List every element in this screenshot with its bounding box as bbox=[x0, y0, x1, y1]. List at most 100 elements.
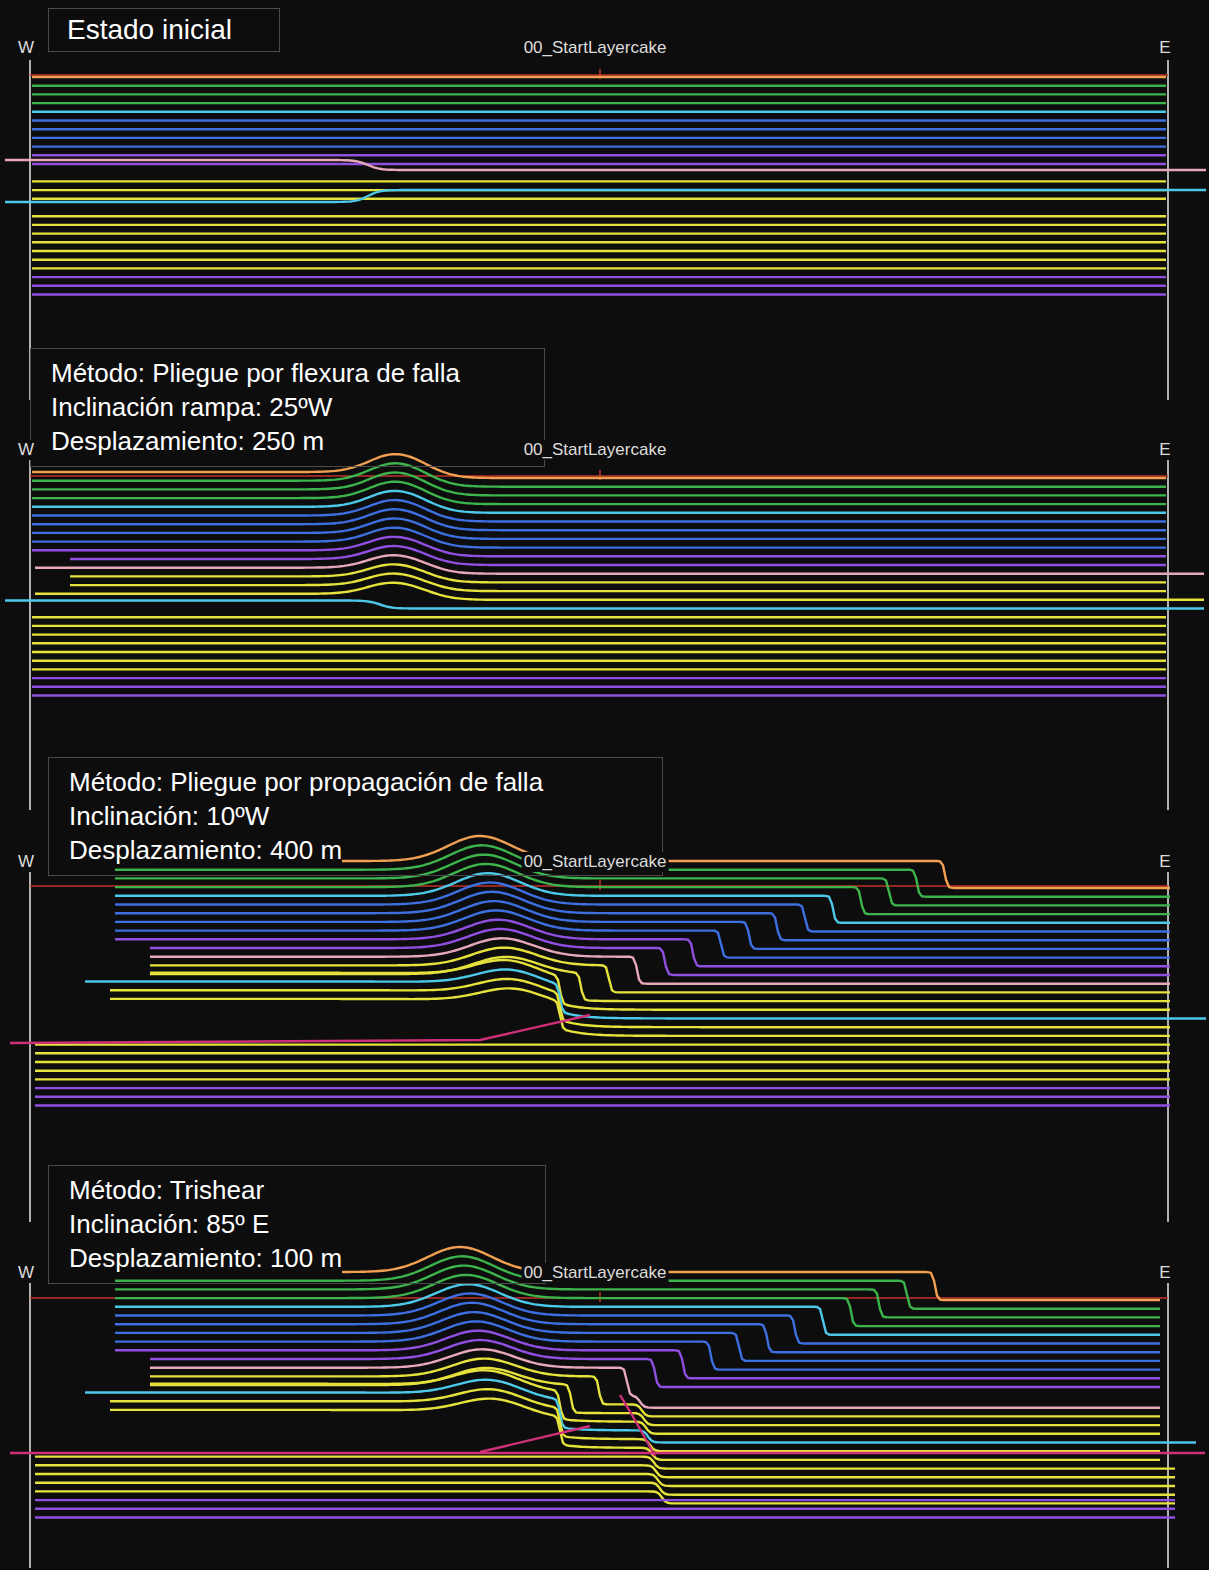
stratum-line bbox=[85, 969, 1206, 1018]
method-box: Estado inicial bbox=[48, 8, 280, 52]
stratum-line bbox=[115, 1321, 1160, 1369]
stratum-line bbox=[32, 76, 1166, 78]
reference-tick bbox=[599, 880, 601, 890]
stratum-line bbox=[150, 938, 1170, 983]
section-name: 00_StartLayercake bbox=[522, 440, 669, 460]
stratum-line bbox=[32, 518, 1166, 538]
stratum-line bbox=[115, 920, 1170, 967]
reference-line bbox=[30, 475, 1168, 477]
stratum-line bbox=[110, 988, 1170, 1036]
stratum-line bbox=[115, 1294, 1160, 1344]
orientation-label: W bbox=[16, 852, 36, 872]
stratum-line bbox=[5, 190, 1206, 202]
stratum-line bbox=[32, 660, 1166, 662]
stratum-line bbox=[150, 960, 1170, 1010]
stratum-line bbox=[70, 546, 1166, 565]
stratum-line bbox=[110, 979, 1170, 1027]
stratum-line bbox=[70, 564, 1166, 582]
section-name: 00_StartLayercake bbox=[522, 38, 669, 58]
frame-line bbox=[1167, 60, 1169, 400]
stratum-line bbox=[32, 285, 1166, 287]
stratum-line bbox=[32, 267, 1166, 269]
stratum-line bbox=[32, 241, 1166, 243]
stratum-line bbox=[32, 111, 1166, 113]
stratum-line bbox=[115, 1284, 1160, 1335]
method-box: Método: Pliegue por flexura de fallaIncl… bbox=[30, 348, 545, 467]
stratum-line bbox=[32, 651, 1166, 653]
stratum-line bbox=[35, 1465, 1175, 1477]
stratum-line bbox=[32, 128, 1166, 130]
stratum-line bbox=[32, 472, 1166, 495]
stratum-line bbox=[35, 555, 1204, 573]
orientation-label: W bbox=[16, 1263, 36, 1283]
stratum-line bbox=[32, 694, 1166, 696]
stratum-line bbox=[35, 1061, 1170, 1063]
stratum-line bbox=[115, 1331, 1160, 1379]
stratum-line bbox=[35, 1087, 1170, 1089]
stratum-line bbox=[32, 276, 1166, 278]
stratum-line bbox=[32, 180, 1166, 182]
frame-line bbox=[1167, 1282, 1169, 1568]
box-text: Inclinación: 10ºW bbox=[69, 800, 269, 834]
stratum-line bbox=[35, 1491, 1175, 1503]
stratum-line bbox=[32, 528, 1166, 548]
frame-line bbox=[29, 870, 31, 1222]
stratum-line bbox=[85, 1380, 1196, 1443]
fault-line bbox=[480, 1426, 590, 1452]
stratum-line bbox=[32, 293, 1166, 295]
stratum-line bbox=[115, 873, 1170, 923]
stratum-line bbox=[35, 1508, 1175, 1510]
stratum-line bbox=[32, 84, 1166, 86]
stratum-line bbox=[32, 491, 1166, 513]
stratum-line bbox=[115, 892, 1170, 940]
stratum-line bbox=[115, 901, 1170, 949]
reference-line bbox=[30, 74, 1168, 76]
stratum-line bbox=[115, 910, 1170, 957]
stratum-line bbox=[32, 686, 1166, 688]
stratum-line bbox=[35, 1483, 1175, 1495]
stratum-line bbox=[35, 1069, 1170, 1071]
box-text: Inclinación: 85º E bbox=[69, 1208, 269, 1242]
stratum-line bbox=[35, 583, 1204, 600]
stratum-line bbox=[32, 633, 1166, 635]
frame-line bbox=[29, 1282, 31, 1568]
stratum-line bbox=[35, 1104, 1170, 1106]
stratum-line bbox=[32, 625, 1166, 627]
stratum-line bbox=[5, 601, 1204, 609]
box-text: Inclinación rampa: 25ºW bbox=[51, 391, 332, 425]
stratum-line bbox=[32, 537, 1166, 556]
frame-line bbox=[1167, 460, 1169, 810]
method-box: Método: TrishearInclinación: 85º EDespla… bbox=[48, 1165, 546, 1284]
stratum-line bbox=[150, 948, 1170, 993]
stratum-line bbox=[32, 616, 1166, 618]
orientation-label: W bbox=[16, 38, 36, 58]
cross-section-panel bbox=[5, 60, 1206, 400]
stratum-line bbox=[35, 1078, 1170, 1080]
stratum-line bbox=[35, 1457, 1175, 1469]
stratum-line bbox=[115, 883, 1170, 932]
stratum-line bbox=[115, 1303, 1160, 1352]
stratum-line bbox=[150, 1359, 1160, 1417]
stratum-line bbox=[32, 509, 1166, 530]
stratum-line bbox=[35, 1052, 1170, 1054]
stratum-line bbox=[32, 154, 1166, 156]
section-name: 00_StartLayercake bbox=[522, 1263, 669, 1283]
stratum-line bbox=[150, 929, 1170, 975]
stratum-line bbox=[32, 250, 1166, 252]
stratum-line bbox=[115, 1312, 1160, 1361]
orientation-label: E bbox=[1157, 440, 1172, 460]
stratum-line bbox=[150, 1368, 1160, 1425]
stratum-line bbox=[32, 145, 1166, 147]
stratum-line bbox=[32, 224, 1166, 226]
stratum-line bbox=[32, 259, 1166, 261]
stratum-line bbox=[32, 93, 1166, 95]
stratum-line bbox=[32, 642, 1166, 644]
stratum-line bbox=[70, 574, 1166, 592]
fault-line bbox=[620, 1395, 655, 1456]
orientation-label: E bbox=[1157, 852, 1172, 872]
orientation-label: W bbox=[16, 440, 36, 460]
fault-line bbox=[10, 1015, 590, 1043]
stratum-line bbox=[150, 1340, 1160, 1387]
stratum-line bbox=[32, 102, 1166, 104]
